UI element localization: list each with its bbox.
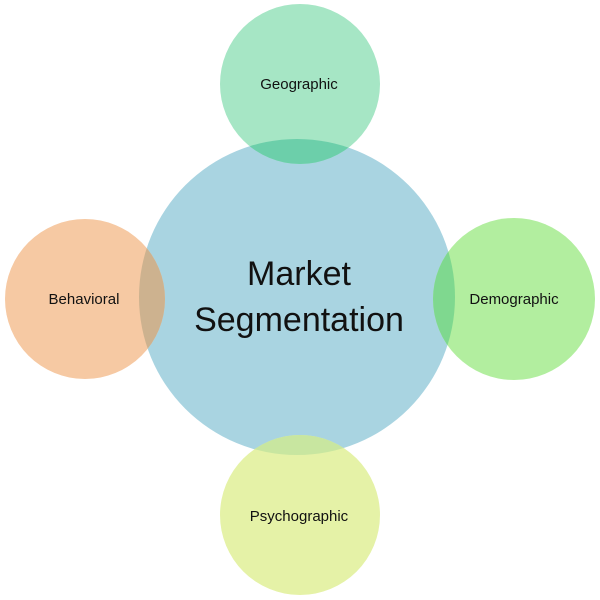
demographic-circle [433,218,595,380]
psychographic-label: Psychographic [250,508,349,525]
behavioral-circle [5,219,165,379]
psychographic-circle [220,435,380,595]
center-title-line-2: Segmentation [194,301,404,339]
geographic-circle [220,4,380,164]
demographic-label: Demographic [469,291,559,308]
geographic-label: Geographic [260,76,338,93]
center-title-line-1: Market [247,255,351,293]
center-circle [139,139,455,455]
behavioral-label: Behavioral [49,291,120,308]
